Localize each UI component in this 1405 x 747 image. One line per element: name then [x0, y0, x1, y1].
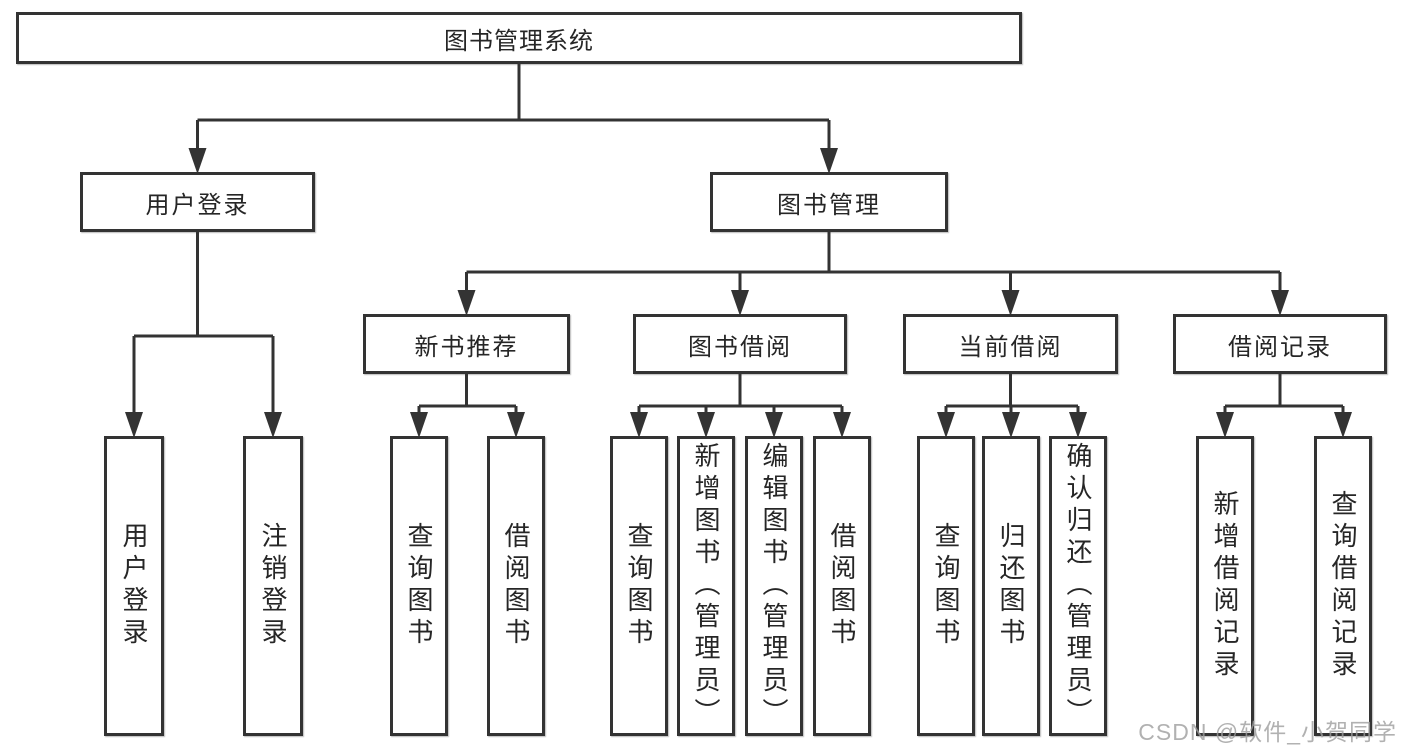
watermark: CSDN @软件_小贺同学	[1138, 719, 1397, 745]
